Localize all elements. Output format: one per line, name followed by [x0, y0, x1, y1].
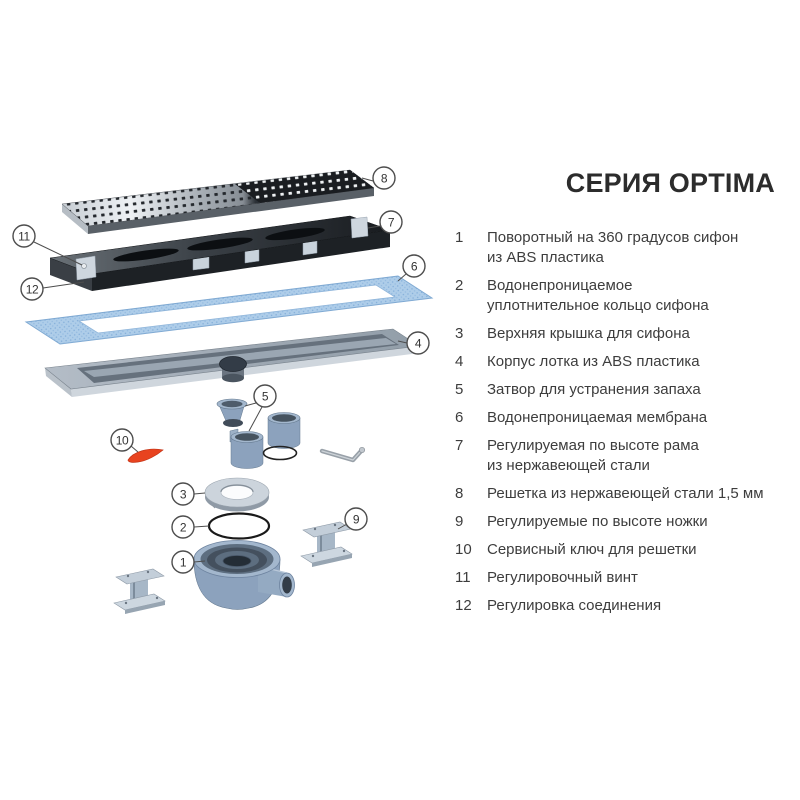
frame-corner-block [75, 255, 97, 281]
siphon-cover-ring [204, 477, 270, 512]
svg-text:2: 2 [180, 521, 187, 535]
legend-item-number: 6 [455, 409, 464, 426]
foot-right [300, 521, 353, 567]
svg-text:9: 9 [353, 513, 360, 527]
svg-text:4: 4 [415, 337, 422, 351]
legend-item-number: 7 [455, 437, 464, 454]
legend-item-label: Решетка из нержавеющей стали 1,5 мм [487, 485, 764, 502]
frame-corner-block [350, 216, 369, 239]
svg-text:12: 12 [26, 283, 39, 297]
svg-text:5: 5 [262, 390, 269, 404]
callout-8: 8 [361, 166, 396, 190]
legend-item-label: Регулировка соединения [487, 597, 662, 614]
tray-part [44, 328, 420, 397]
legend-item: 11 Регулировочный винт [455, 568, 765, 588]
membrane-part [24, 275, 434, 345]
legend-item-number: 11 [455, 569, 471, 586]
siphon-body [193, 540, 295, 610]
legend-item-number: 5 [455, 381, 464, 398]
legend-item-label: Корпус лотка из ABS пластика [487, 353, 700, 370]
legend-item-number: 12 [455, 597, 472, 614]
legend-item: 4 Корпус лотка из ABS пластика [455, 352, 765, 372]
series-title: СЕРИЯ OPTIMA [565, 168, 775, 198]
svg-text:7: 7 [388, 216, 395, 230]
legend-item-number: 9 [455, 513, 464, 530]
service-key [127, 448, 164, 463]
callout-1: 1 [171, 550, 206, 574]
adjustment-screw [81, 263, 87, 269]
svg-text:3: 3 [180, 488, 187, 502]
svg-text:8: 8 [381, 172, 388, 186]
callout-2: 2 [171, 515, 210, 539]
legend-item: 3 Верхняя крышка для сифона [455, 324, 765, 344]
exploded-diagram: 8 7 6 4 5 10 [12, 166, 434, 614]
legend-item-label: Сервисный ключ для решетки [487, 541, 697, 558]
legend-item-label: Верхняя крышка для сифона [487, 325, 690, 342]
legend-item: 6 Водонепроницаемая мембрана [455, 408, 765, 428]
svg-text:11: 11 [18, 230, 30, 244]
legend-item-number: 10 [455, 541, 472, 558]
legend-item: 10 Сервисный ключ для решетки [455, 540, 765, 560]
svg-text:6: 6 [411, 260, 418, 274]
frame-part [49, 215, 391, 291]
grate-part [61, 169, 375, 234]
legend-item-label: Водонепроницаемая мембрана [487, 409, 708, 426]
callout-12: 12 [20, 277, 85, 301]
legend-item-number: 8 [455, 485, 464, 502]
legend-item: 5 Затвор для устранения запаха [455, 380, 765, 400]
legend-item-label: Регулировочный винт [487, 569, 638, 586]
callout-11: 11 [12, 224, 83, 266]
callout-10: 10 [110, 428, 139, 453]
hex-key-icon [319, 446, 366, 463]
legend-item-number: 4 [455, 353, 464, 370]
odor-trap-parts [216, 398, 301, 469]
callout-3: 3 [171, 482, 206, 506]
legend-item-label: Регулируемые по высоте ножки [487, 513, 708, 530]
siphon-o-ring [207, 512, 271, 540]
svg-text:1: 1 [180, 556, 187, 570]
legend-item-number: 1 [455, 229, 464, 246]
callout-6: 6 [397, 254, 426, 282]
legend-item: 12 Регулировка соединения [455, 596, 765, 616]
legend-item-number: 2 [455, 277, 464, 294]
drain-hole [219, 356, 247, 372]
legend-item-label: Затвор для устранения запаха [487, 381, 701, 398]
callout-5: 5 [244, 384, 277, 432]
callout-9: 9 [337, 507, 368, 531]
legend-item: 8 Решетка из нержавеющей стали 1,5 мм [455, 484, 765, 504]
legend-item: 9 Регулируемые по высоте ножки [455, 512, 765, 532]
callout-4: 4 [397, 331, 430, 355]
svg-text:10: 10 [116, 434, 129, 448]
callout-7: 7 [367, 210, 403, 234]
small-o-ring [262, 445, 298, 461]
legend-item-number: 3 [455, 325, 464, 342]
foot-left [113, 568, 166, 614]
